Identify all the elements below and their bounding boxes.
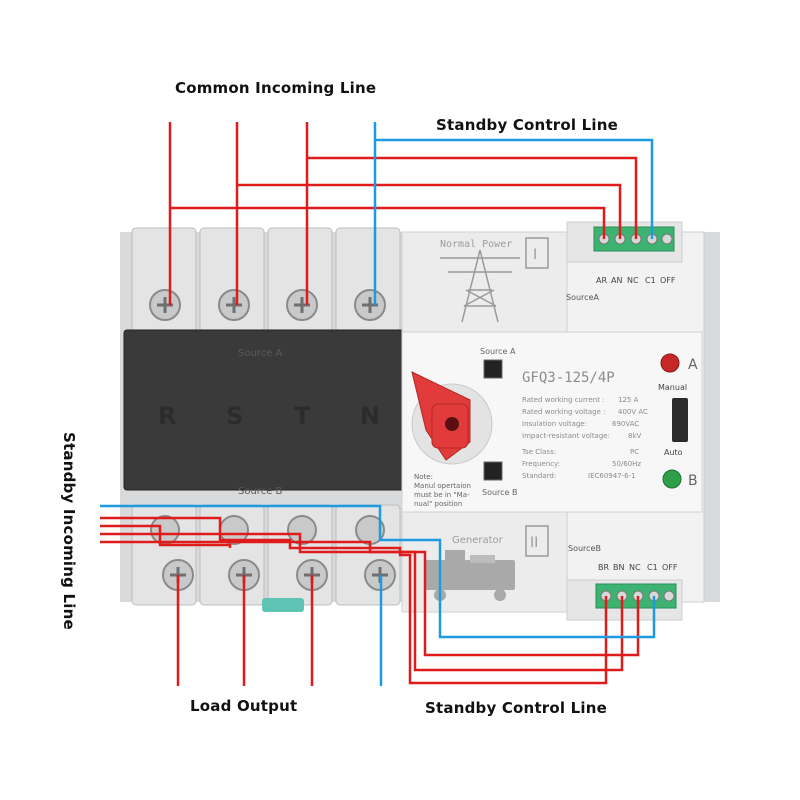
- spec-label-4: Tse Class:: [521, 448, 556, 456]
- terminal-label-b-2: NC: [629, 563, 641, 572]
- load-output-wires: [176, 575, 314, 686]
- source-a-roman: I: [533, 247, 537, 263]
- generator-icon: [425, 550, 515, 601]
- spec-value-3: 8kV: [628, 432, 642, 440]
- terminal-label-a-1: AN: [611, 276, 622, 285]
- spec-value-6: IEC60947-6-1: [588, 472, 636, 480]
- spec-label-1: Rated working voltage :: [522, 408, 605, 416]
- control-terminal-block-b: [595, 583, 677, 609]
- source-a-numeral-box: [525, 237, 549, 269]
- source-b-roman: II: [530, 535, 538, 551]
- terminal-label-b-1: BN: [613, 563, 624, 572]
- terminal-label-a-4: OFF: [660, 276, 676, 285]
- manual-label: Manual: [658, 383, 687, 392]
- note-line-3: nual" position: [414, 500, 462, 508]
- spec-label-3: Impact-resistant voltage:: [522, 432, 610, 440]
- power-pylon-icon: [440, 249, 520, 323]
- source-b-tag: SourceB: [568, 544, 601, 553]
- source-b-window-label: Source B: [482, 488, 518, 497]
- cover-top-label: Source A: [238, 348, 283, 359]
- note-line-2: must be in "Ma-: [414, 491, 470, 499]
- spec-label-6: Standard:: [522, 472, 556, 480]
- auto-label: Auto: [664, 448, 683, 457]
- spec-value-4: PC: [630, 448, 639, 456]
- phase-label-t: T: [294, 402, 311, 430]
- source-a-window: [483, 359, 503, 379]
- terminal-label-a-2: NC: [627, 276, 639, 285]
- terminal-label-a-3: C1: [645, 276, 656, 285]
- manual-auto-switch: [672, 398, 688, 442]
- spec-value-0: 125 A: [618, 396, 639, 404]
- standby-control-line-bottom-label: Standby Control Line: [425, 699, 608, 717]
- standby-control-line-top-label: Standby Control Line: [436, 116, 619, 134]
- common-incoming-wires: [168, 122, 638, 305]
- load-output-label: Load Output: [190, 697, 298, 715]
- normal-power-label: Normal Power: [440, 239, 512, 250]
- terminal-label-b-0: BR: [598, 563, 609, 572]
- red-operating-handle: [411, 371, 493, 465]
- generator-label: Generator: [452, 535, 504, 546]
- source-b-numeral-box: [525, 525, 549, 557]
- terminal-label-a-0: AR: [596, 276, 607, 285]
- spec-label-5: Frequency:: [522, 460, 560, 468]
- switch-body: [120, 221, 720, 621]
- source-b-window: [483, 461, 503, 481]
- phase-label-s: S: [226, 402, 243, 430]
- indicator-b-lamp: [662, 469, 682, 489]
- source-a-window-label: Source A: [480, 347, 516, 356]
- standby-incoming-neutral-wire: [100, 504, 656, 639]
- indicator-a-letter: A: [688, 357, 698, 373]
- spec-label-2: Insulation voltage:: [522, 420, 587, 428]
- phase-label-r: R: [158, 402, 176, 430]
- din-clip-left: [262, 598, 304, 612]
- control-terminal-block-a: [593, 226, 675, 252]
- source-a-tag: SourceA: [566, 293, 599, 302]
- spec-value-1: 400V AC: [618, 408, 648, 416]
- phase-label-n: N: [360, 402, 380, 430]
- note-line-1: Manul opertaion: [414, 482, 471, 490]
- spec-value-2: 690VAC: [612, 420, 639, 428]
- cover-bottom-label: Source B: [238, 486, 283, 497]
- indicator-a-lamp: [660, 353, 680, 373]
- spec-value-5: 50/60Hz: [612, 460, 641, 468]
- terminal-label-b-4: OFF: [662, 563, 678, 572]
- standby-incoming-wires: [100, 516, 640, 685]
- standby-control-wires-top: [373, 122, 654, 305]
- device-text: Source A Source B R S T N Normal Power I…: [158, 239, 698, 572]
- common-incoming-line-label: Common Incoming Line: [175, 79, 377, 97]
- indicator-b-letter: B: [688, 473, 698, 489]
- note-line-0: Note:: [414, 473, 433, 481]
- model-label: GFQ3-125/4P: [522, 370, 615, 386]
- terminal-label-b-3: C1: [647, 563, 658, 572]
- standby-incoming-line-label: Standby Incoming Line: [60, 432, 78, 630]
- spec-label-0: Rated working current :: [522, 396, 605, 404]
